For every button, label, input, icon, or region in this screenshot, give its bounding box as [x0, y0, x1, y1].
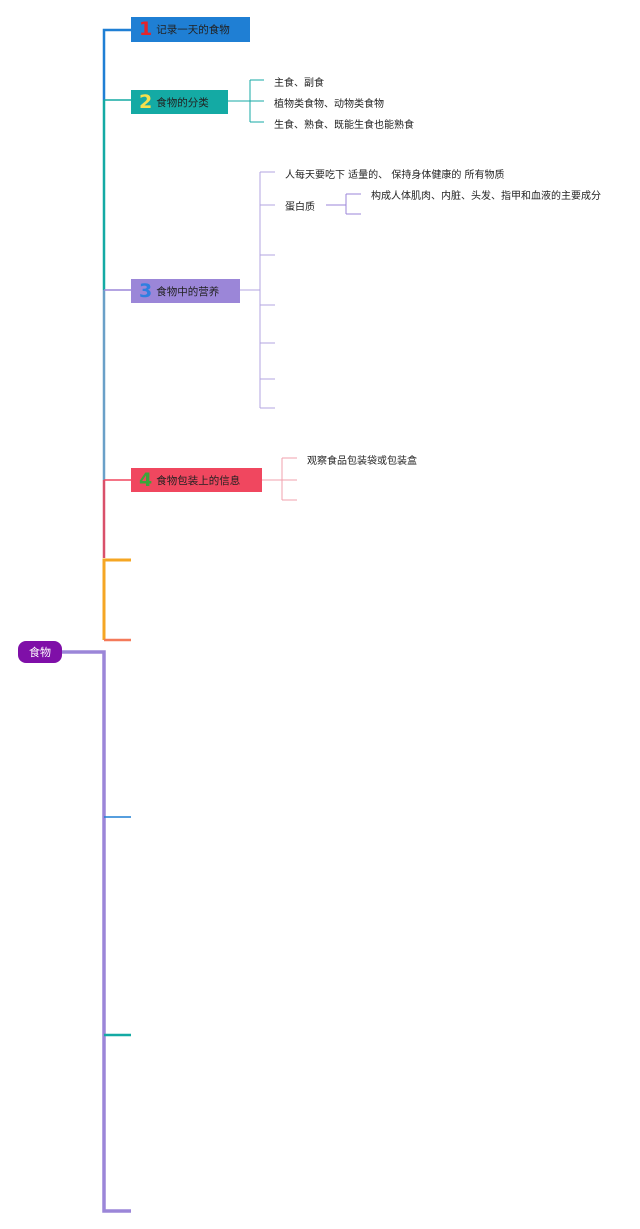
- topic-4-label: 食物包装上的信息: [156, 474, 241, 487]
- connector-topic-3: [240, 171, 275, 409]
- connector-protein: [326, 193, 361, 215]
- topic-2-node[interactable]: 2 食物的分类: [131, 90, 228, 114]
- topic-3-number: 3: [139, 279, 153, 302]
- topic-2-label: 食物的分类: [156, 96, 209, 109]
- classification-item-3[interactable]: 生食、熟食、既能生食也能熟食: [274, 120, 414, 131]
- topic-1-node[interactable]: 1 记录一天的食物: [131, 17, 250, 42]
- topic-2-number: 2: [139, 90, 153, 113]
- trunk-purple: [62, 650, 131, 1213]
- packaging-item-1[interactable]: 观察食品包装袋或包装盒: [307, 456, 417, 467]
- classification-item-1[interactable]: 主食、副食: [274, 78, 324, 89]
- topic-4-node[interactable]: 4 食物包装上的信息: [131, 468, 262, 492]
- trunk-orange: [102, 558, 131, 640]
- classification-item-2[interactable]: 植物类食物、动物类食物: [274, 99, 384, 110]
- connector-topic-2: [228, 79, 264, 123]
- nutrition-protein-detail[interactable]: 构成人体肌肉、内脏、头发、指甲和血液的主要成分: [371, 191, 601, 202]
- topic-3-label: 食物中的营养: [156, 285, 220, 298]
- topic-4-number: 4: [139, 468, 153, 491]
- topic-1-label: 记录一天的食物: [156, 24, 230, 36]
- nutrition-intro[interactable]: 人每天要吃下 适量的、 保持身体健康的 所有物质: [285, 170, 505, 181]
- root-node[interactable]: 食物: [18, 641, 62, 663]
- trunk-upper-blue: [102, 28, 131, 100]
- topic-1-number: 1: [139, 18, 153, 40]
- topic-3-node[interactable]: 3 食物中的营养: [131, 279, 240, 303]
- nutrition-protein[interactable]: 蛋白质: [285, 202, 315, 213]
- connector-topic-4: [262, 457, 297, 501]
